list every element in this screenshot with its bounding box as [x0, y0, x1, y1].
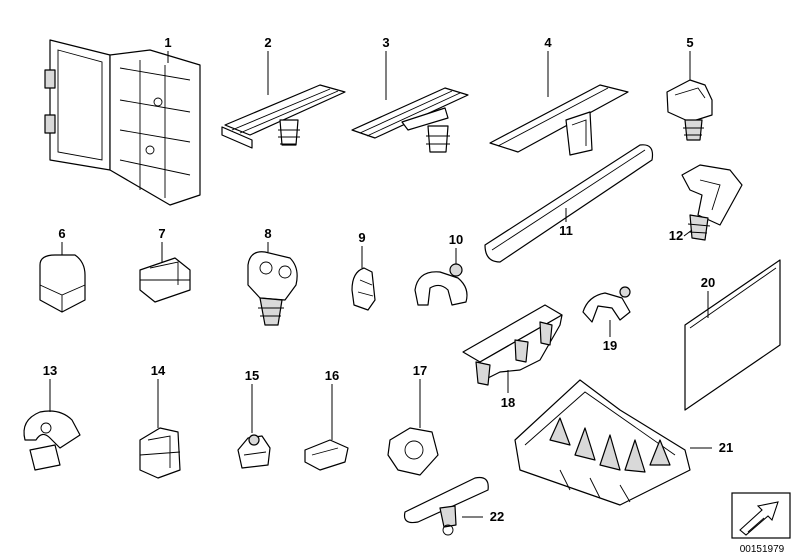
part-number-3: 3 [382, 35, 389, 50]
part-19-clamp[interactable] [582, 286, 631, 323]
part-6-cap[interactable] [39, 254, 86, 313]
part-22-clip[interactable] [403, 476, 489, 536]
part-number-8: 8 [264, 226, 271, 241]
part-3-cable-holder[interactable] [351, 87, 469, 153]
part-number-9: 9 [358, 230, 365, 245]
part-9-cap[interactable] [351, 267, 376, 311]
part-number-22: 22 [490, 509, 504, 524]
part-12-clip[interactable] [681, 164, 743, 241]
part-16-clip[interactable] [304, 439, 349, 471]
part-number-20: 20 [701, 275, 715, 290]
part-17-clip[interactable] [387, 427, 439, 476]
part-number-19: 19 [603, 338, 617, 353]
part-number-1: 1 [164, 35, 171, 50]
part-number-2: 2 [264, 35, 271, 50]
part-number-11: 11 [559, 223, 573, 238]
part-number-7: 7 [158, 226, 165, 241]
part-4-cable-channel[interactable] [489, 84, 629, 156]
part-11-edge-protector[interactable] [484, 144, 654, 263]
part-2-cable-holder[interactable] [221, 84, 346, 149]
part-15-clip[interactable] [237, 434, 271, 469]
part-number-15: 15 [245, 368, 259, 383]
part-8-double-clip[interactable] [247, 251, 298, 326]
part-number-6: 6 [58, 226, 65, 241]
part-number-4: 4 [544, 35, 552, 50]
part-number-21: 21 [719, 440, 733, 455]
part-21-cable-holder[interactable] [514, 379, 691, 506]
part-13-cable-clip[interactable] [23, 410, 81, 471]
part-10-clamp[interactable] [414, 263, 468, 306]
part-number-5: 5 [686, 35, 693, 50]
part-number-13: 13 [43, 363, 57, 378]
part-number-10: 10 [449, 232, 463, 247]
part-number-12: 12 [669, 228, 683, 243]
part-18-holder[interactable] [462, 304, 563, 386]
part-1-connector-housing[interactable] [44, 39, 201, 206]
part-number-17: 17 [413, 363, 427, 378]
part-number-14: 14 [151, 363, 166, 378]
part-20-adhesive-pad[interactable] [684, 259, 781, 411]
part-number-18: 18 [501, 395, 515, 410]
part-14-clip[interactable] [139, 427, 181, 479]
arrow-badge-icon [731, 492, 791, 539]
part-number-16: 16 [325, 368, 339, 383]
part-7-clip[interactable] [139, 257, 191, 303]
diagram-id: 00151979 [740, 544, 785, 555]
part-5-clip[interactable] [666, 79, 713, 141]
